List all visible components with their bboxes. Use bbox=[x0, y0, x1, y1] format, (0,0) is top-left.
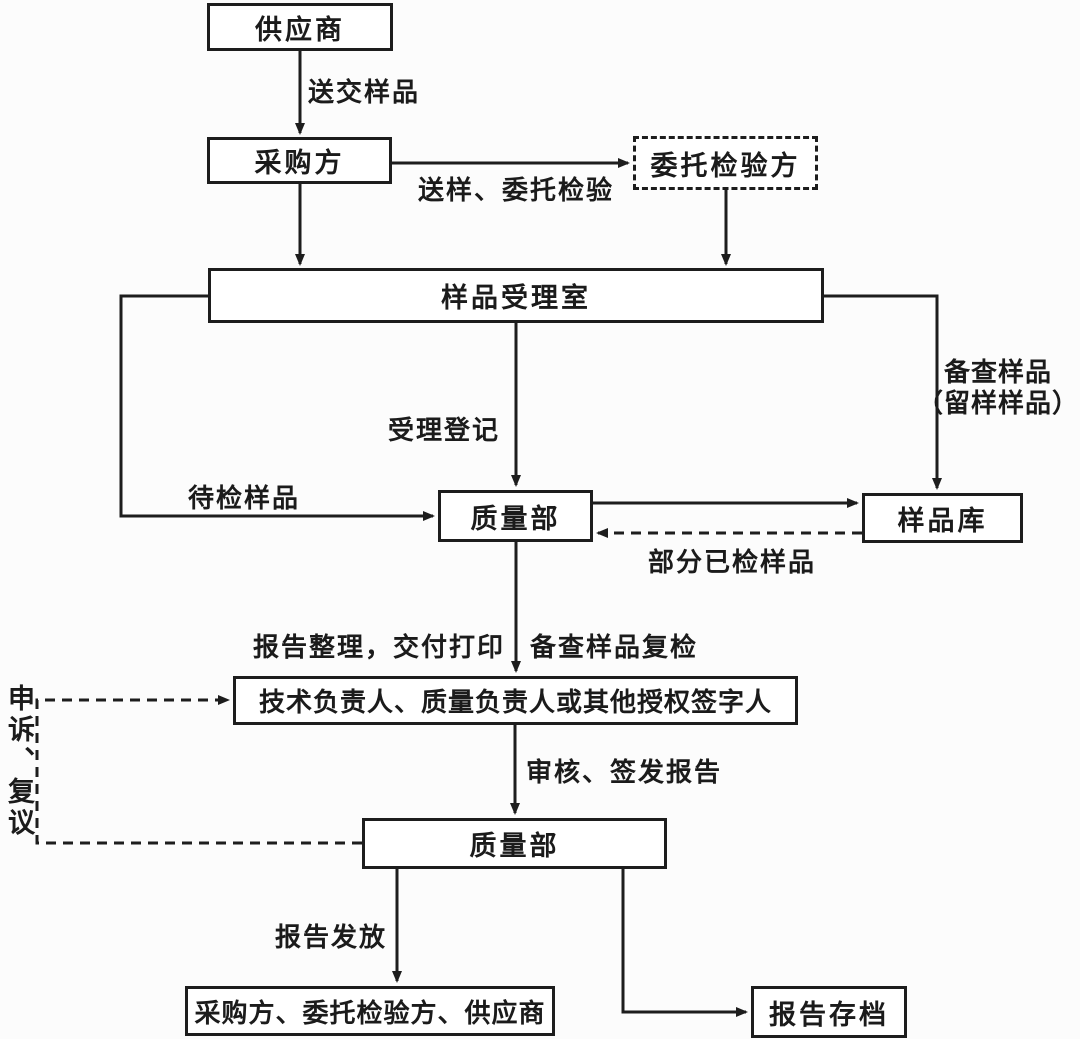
edge-label-send-commission: 送样、委托检验 bbox=[418, 176, 615, 205]
arrow-appeal-loop-dashed bbox=[35, 695, 362, 845]
reference-samples-line1: 备查样品 bbox=[943, 358, 1052, 387]
arrow-reception-to-quality-pending bbox=[119, 294, 435, 521]
node-sample-store: 样品库 bbox=[862, 493, 1023, 543]
node-quality-dept-upper: 质量部 bbox=[438, 490, 593, 542]
edge-label-reference-recheck: 备查样品复检 bbox=[530, 633, 699, 662]
edge-label-pending-samples: 待检样品 bbox=[188, 484, 301, 513]
node-purchaser: 采购方 bbox=[207, 137, 392, 184]
node-report-recipients: 采购方、委托检验方、供应商 bbox=[185, 986, 555, 1036]
arrow-quality2-to-archive bbox=[621, 869, 748, 1017]
node-authorized-signatory: 技术负责人、质量负责人或其他授权签字人 bbox=[233, 676, 798, 725]
arrow-reception-to-store bbox=[824, 294, 942, 490]
reference-samples-line2: （留样样品） bbox=[916, 388, 1079, 418]
node-sample-reception: 样品受理室 bbox=[208, 268, 824, 323]
node-commissioned-party: 委托检验方 bbox=[633, 136, 818, 190]
edge-label-report-release: 报告发放 bbox=[275, 923, 388, 952]
node-supplier: 供应商 bbox=[207, 3, 393, 51]
node-quality-dept-lower: 质量部 bbox=[362, 818, 667, 869]
edge-label-review-issue: 审核、签发报告 bbox=[526, 758, 723, 787]
edge-label-reference-samples: 备查样品 （留样样品） bbox=[912, 358, 1080, 419]
edge-label-appeal-review: 申诉、复议 bbox=[4, 684, 34, 839]
edge-label-acceptance-register: 受理登记 bbox=[388, 416, 501, 445]
edge-label-partially-checked: 部分已检样品 bbox=[648, 548, 817, 577]
edge-label-deliver-sample: 送交样品 bbox=[308, 78, 421, 107]
node-report-archive: 报告存档 bbox=[751, 986, 907, 1038]
edge-label-report-prep: 报告整理，交付打印 bbox=[253, 633, 506, 662]
